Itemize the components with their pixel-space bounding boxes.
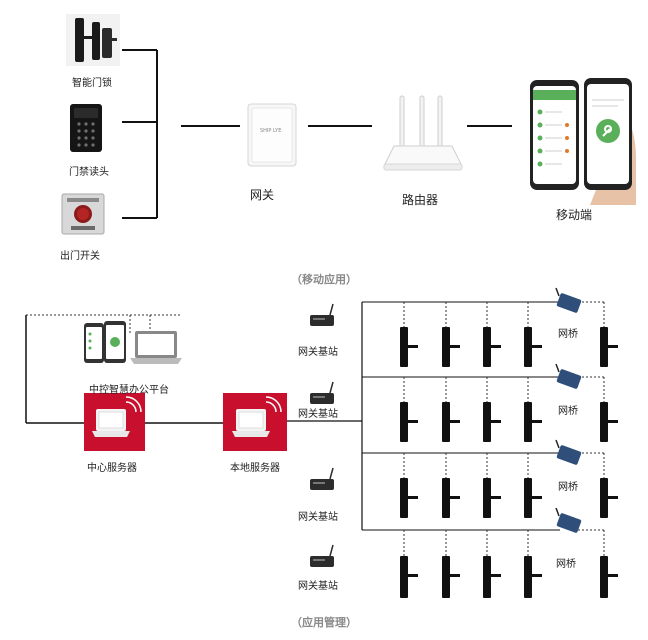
- label-router: 路由器: [402, 193, 439, 207]
- platform-devices-image: [84, 321, 182, 364]
- local-server-image: [223, 393, 287, 451]
- lock-row-1: [400, 327, 618, 367]
- label-platform: 中控智慧办公平台: [89, 385, 169, 396]
- label-mobile: 移动端: [556, 208, 593, 222]
- card-reader-image: [70, 104, 102, 152]
- mobile-phones-image: [530, 78, 636, 205]
- lock-row-4: [400, 556, 618, 598]
- lock-drops: [403, 301, 605, 556]
- lock-row-3: [400, 478, 618, 518]
- label-gateway: 网关: [250, 188, 275, 202]
- network-links: [25, 301, 560, 531]
- label-bridge-3: 网桥: [558, 482, 578, 493]
- bridge-icons: [555, 287, 582, 533]
- base-station-icons: [310, 303, 334, 567]
- caption-app-management: （应用管理）: [291, 616, 357, 629]
- label-card-reader: 门禁读头: [69, 167, 109, 178]
- label-bridge-1: 网桥: [558, 329, 578, 340]
- label-base-station-1: 网关基站: [298, 347, 338, 358]
- router-image: [383, 95, 463, 171]
- label-bridge-4: 网桥: [556, 559, 576, 570]
- gateway-device-text: SHIP LYE: [260, 128, 282, 134]
- label-base-station-4: 网关基站: [298, 581, 338, 592]
- device-bracket: [122, 49, 158, 219]
- label-exit-switch: 出门开关: [60, 251, 100, 262]
- caption-mobile-app: （移动应用）: [291, 273, 357, 286]
- exit-switch-image: [61, 193, 105, 235]
- lock-row-2: [400, 402, 618, 442]
- label-center-server: 中心服务器: [87, 463, 137, 474]
- label-local-server: 本地服务器: [230, 463, 280, 474]
- label-smart-lock: 智能门锁: [72, 78, 112, 89]
- label-base-station-3: 网关基站: [298, 512, 338, 523]
- smart-lock-image: [66, 14, 120, 66]
- center-server-image: [84, 393, 145, 451]
- label-base-station-2: 网关基站: [298, 409, 338, 420]
- label-bridge-2: 网桥: [558, 406, 578, 417]
- gateway-image: [247, 103, 297, 167]
- lock-grid: [400, 327, 618, 598]
